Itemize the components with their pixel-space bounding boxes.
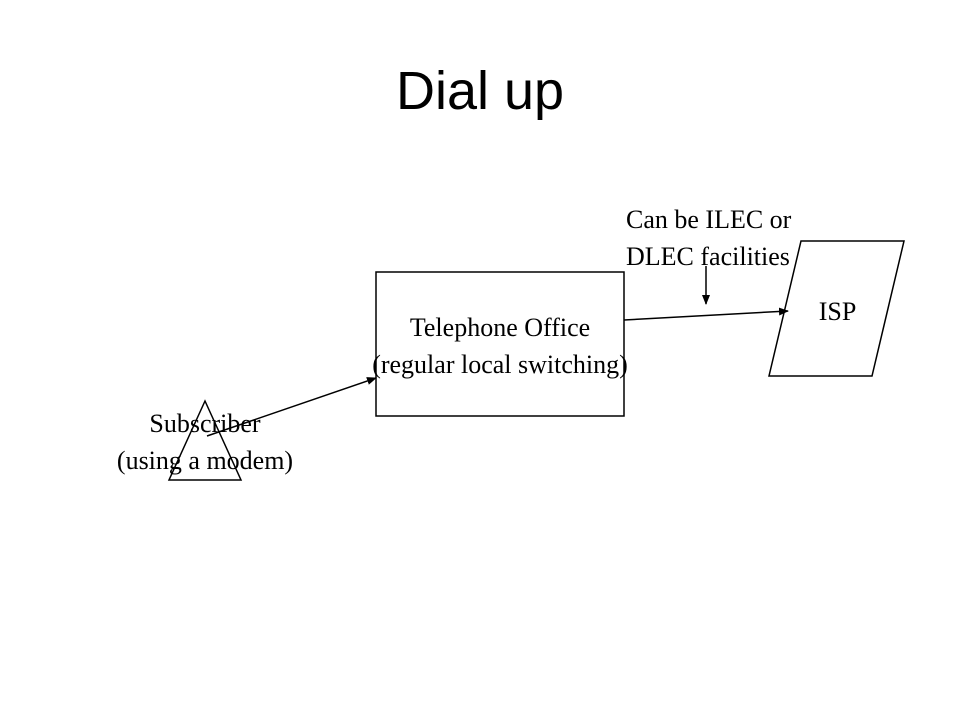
telephone-office-line2: (regular local switching) bbox=[372, 350, 628, 379]
telephone-office-box bbox=[375, 271, 625, 417]
facilities-annotation: Can be ILEC or DLEC facilities bbox=[626, 201, 791, 275]
annotation-line1: Can be ILEC or bbox=[626, 205, 792, 234]
isp-parallelogram bbox=[768, 240, 905, 377]
office-to-isp-arrow bbox=[623, 307, 789, 321]
telephone-office-line1: Telephone Office bbox=[409, 313, 591, 342]
subscriber-line1: Subscriber bbox=[149, 409, 261, 438]
subscriber-to-office-arrow bbox=[206, 377, 377, 437]
subscriber-line2: (using a modem) bbox=[116, 446, 294, 475]
subscriber-label: Subscriber (using a modem) bbox=[80, 405, 330, 479]
subscriber-triangle bbox=[167, 399, 243, 481]
annotation-line2: DLEC facilities bbox=[626, 242, 790, 271]
slide-title: Dial up bbox=[395, 61, 565, 121]
isp-label: ISP bbox=[818, 297, 857, 326]
telephone-office-label: Telephone Office (regular local switchin… bbox=[330, 309, 670, 383]
